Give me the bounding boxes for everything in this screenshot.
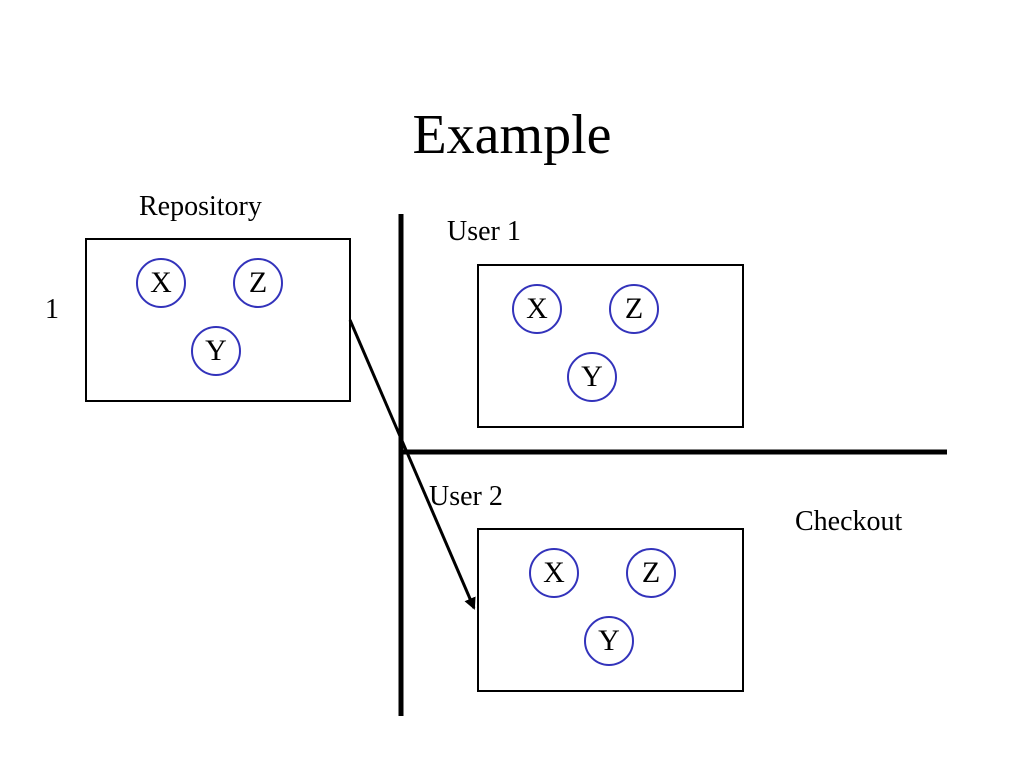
repository-node-z: Z bbox=[233, 258, 283, 308]
user1-node-x: X bbox=[512, 284, 562, 334]
user1-label: User 1 bbox=[447, 216, 521, 247]
slide-title: Example bbox=[412, 104, 612, 166]
version-number: 1 bbox=[45, 294, 59, 325]
checkout-arrow bbox=[348, 319, 476, 610]
repository-node-y: Y bbox=[191, 326, 241, 376]
user1-box: X Z Y bbox=[477, 264, 744, 428]
user2-box: X Z Y bbox=[477, 528, 744, 692]
user2-label: User 2 bbox=[429, 481, 503, 512]
user1-node-y: Y bbox=[567, 352, 617, 402]
repository-box: X Z Y bbox=[85, 238, 351, 402]
repository-node-x: X bbox=[136, 258, 186, 308]
user2-node-x: X bbox=[529, 548, 579, 598]
user1-node-z: Z bbox=[609, 284, 659, 334]
checkout-label: Checkout bbox=[795, 506, 903, 537]
repository-label: Repository bbox=[139, 191, 262, 222]
user2-node-z: Z bbox=[626, 548, 676, 598]
user2-node-y: Y bbox=[584, 616, 634, 666]
